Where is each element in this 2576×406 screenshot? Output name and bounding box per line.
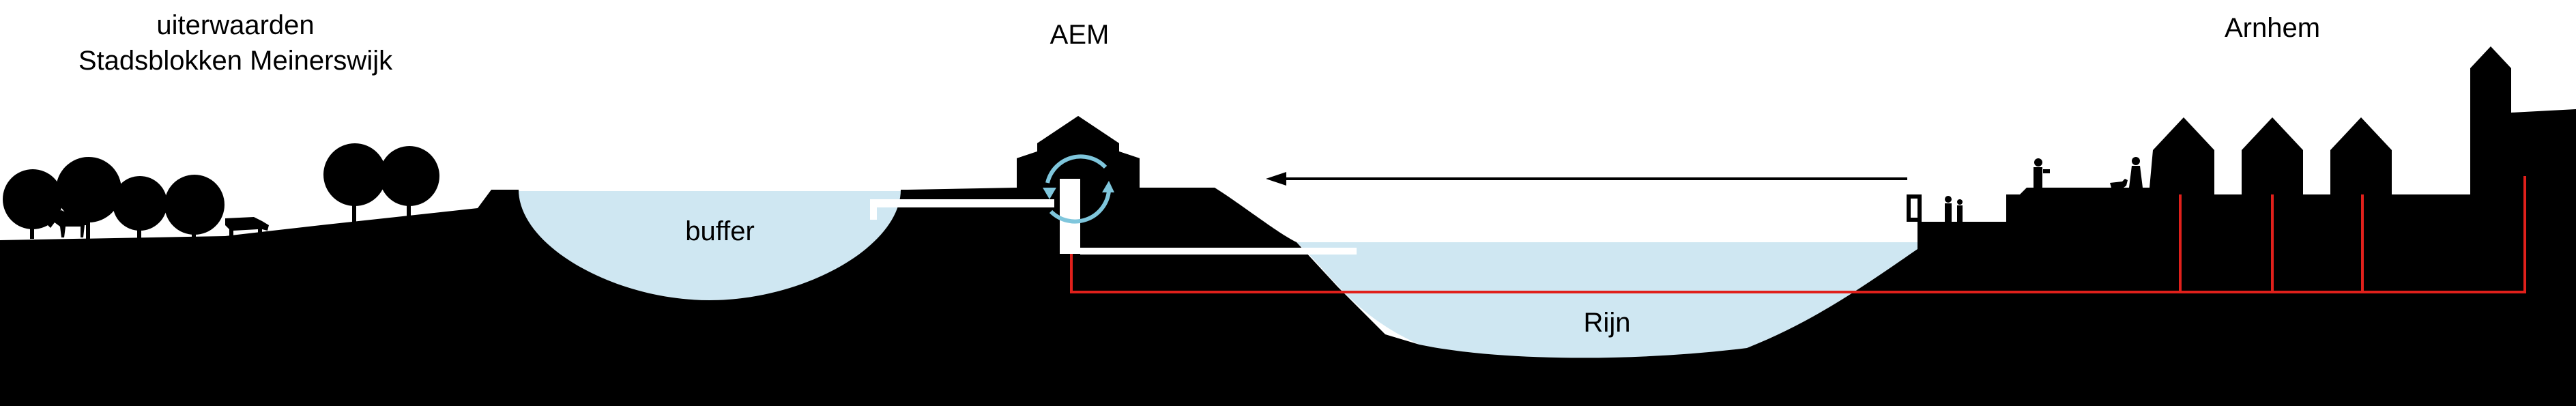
plant-label: AEM	[1050, 20, 1110, 50]
buffer-label: buffer	[685, 216, 755, 246]
floodplain-label-line1: uiterwaarden	[156, 10, 314, 40]
door-icon	[1907, 194, 1922, 222]
buffer-basin	[519, 191, 901, 300]
cow-icon	[225, 217, 269, 237]
ground-profile	[0, 46, 2576, 406]
river-rijn	[1297, 242, 1917, 358]
person-icon	[1957, 199, 1963, 222]
buffer-intake-pipe	[870, 199, 1054, 207]
person-icon	[2129, 157, 2143, 188]
white-pipes	[870, 179, 1357, 255]
aem-building	[1017, 116, 1140, 177]
tree-icon	[323, 143, 386, 231]
tree-icon	[379, 146, 439, 227]
person-icon	[1945, 196, 1952, 222]
person-icon	[2034, 158, 2050, 188]
flow-arrow-icon	[1266, 172, 1907, 186]
pipe-stub	[870, 199, 877, 220]
tree-icon	[113, 176, 167, 239]
river-label: Rijn	[1584, 308, 1631, 338]
riverbank-slope	[1215, 188, 1297, 247]
heat-network-pipes	[1070, 176, 2526, 293]
floodplain-label-line2: Stadsblokken Meinerswijk	[78, 46, 393, 76]
pump-shaft	[1060, 179, 1080, 254]
river-outlet-pipe	[1080, 248, 1357, 255]
horse-icon	[48, 210, 89, 237]
circulation-arrows-icon	[1043, 154, 1114, 224]
tree-icon	[56, 157, 121, 239]
tree-group	[3, 143, 439, 239]
tree-icon	[164, 175, 225, 239]
dog-icon	[2110, 179, 2128, 188]
people-group	[1945, 157, 2143, 222]
city-label: Arnhem	[2225, 13, 2320, 43]
tree-icon	[3, 169, 63, 239]
